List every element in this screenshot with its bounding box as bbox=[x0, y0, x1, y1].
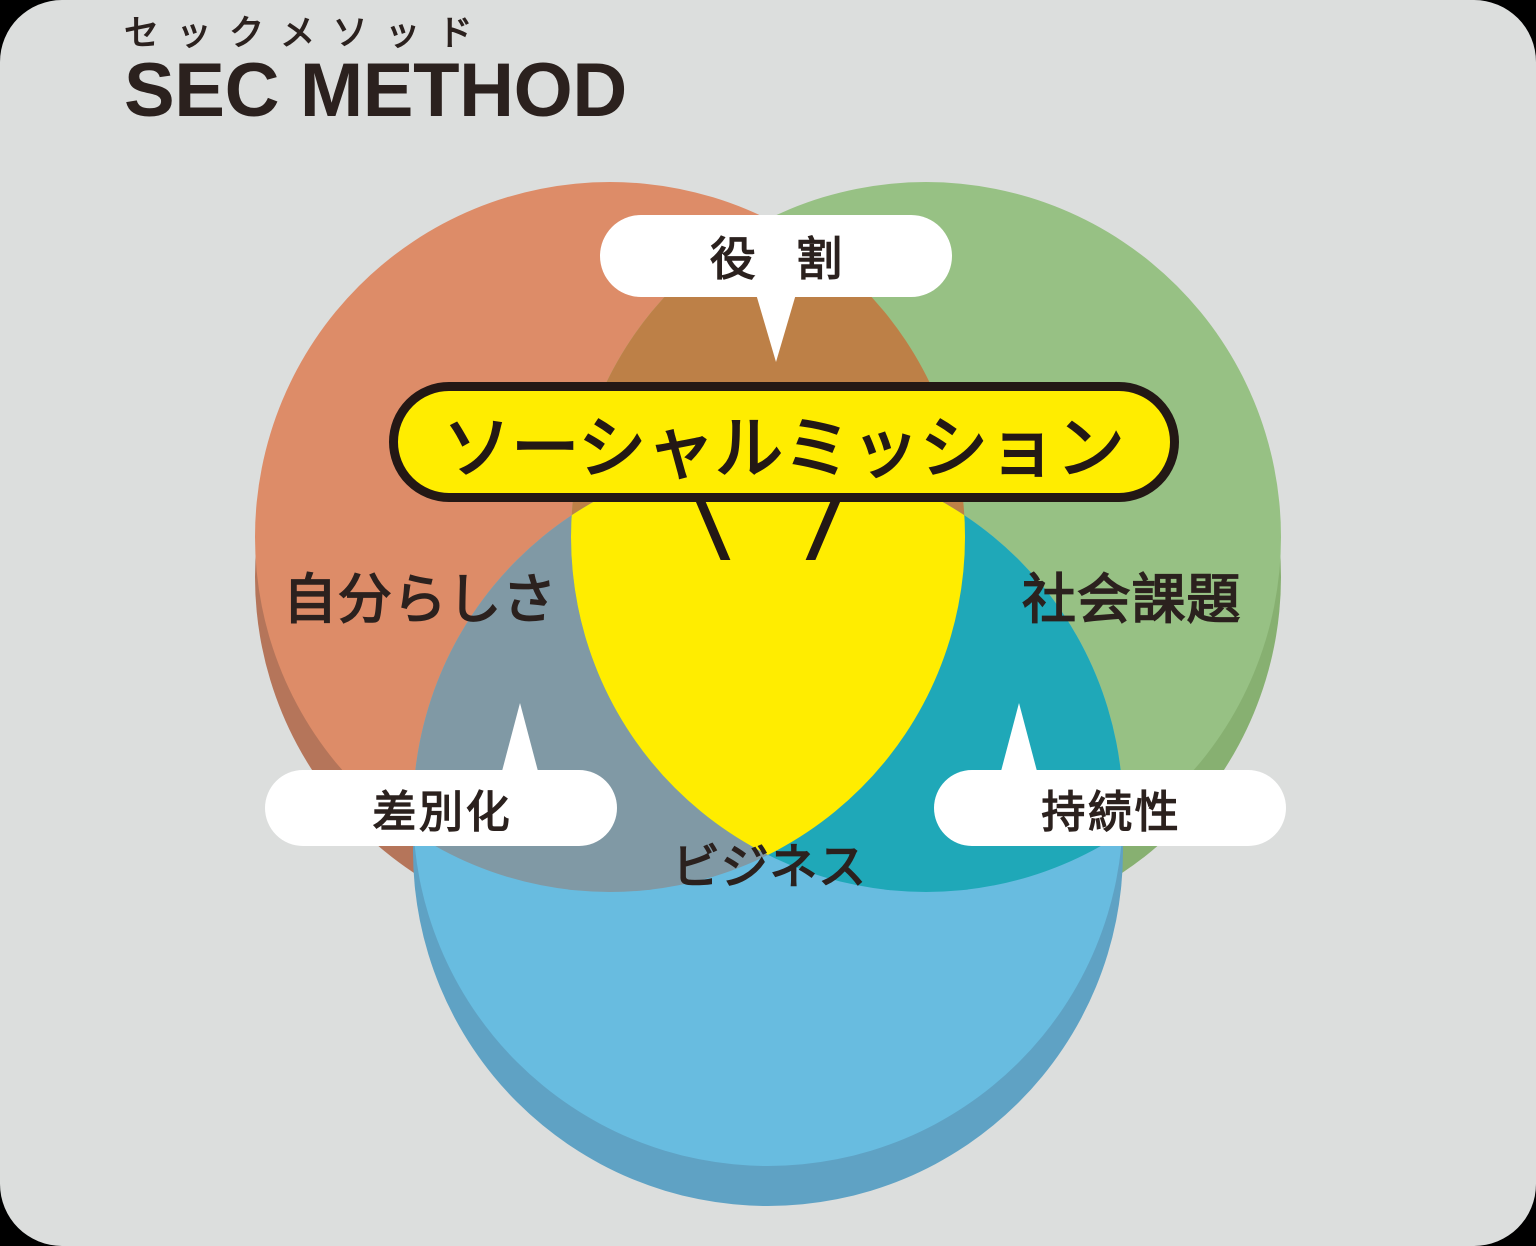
callout-differentiation-label: 差別化 bbox=[372, 788, 513, 837]
callout-role[interactable]: 役 割 bbox=[600, 215, 952, 297]
callout-differentiation[interactable]: 差別化 bbox=[265, 770, 617, 846]
callout-differentiation-tail bbox=[501, 703, 539, 775]
mission-balloon-box[interactable]: ソーシャルミッション bbox=[389, 382, 1179, 502]
title-block: セックメソッド SEC METHOD bbox=[124, 14, 627, 130]
callout-role-tail bbox=[756, 294, 796, 362]
circle-label-self: 自分らしさ bbox=[283, 570, 558, 630]
callout-sustainability-tail bbox=[1000, 703, 1038, 775]
mission-balloon[interactable]: ソーシャルミッション bbox=[389, 382, 1179, 512]
callout-role-label: 役 割 bbox=[709, 233, 856, 285]
center-intersection[interactable] bbox=[413, 456, 1123, 1166]
mission-balloon-tail bbox=[690, 498, 846, 700]
callout-sustainability-label: 持続性 bbox=[1041, 788, 1182, 837]
circle-label-business: ビジネス bbox=[672, 841, 867, 894]
venn-intersections bbox=[413, 182, 1123, 1166]
circle-label-social: 社会課題 bbox=[1022, 570, 1242, 630]
title-kana: セックメソッド bbox=[124, 14, 491, 53]
mission-label: ソーシャルミッション bbox=[442, 410, 1126, 487]
callout-sustainability[interactable]: 持続性 bbox=[934, 770, 1286, 846]
page-title: SEC METHOD bbox=[124, 48, 627, 134]
